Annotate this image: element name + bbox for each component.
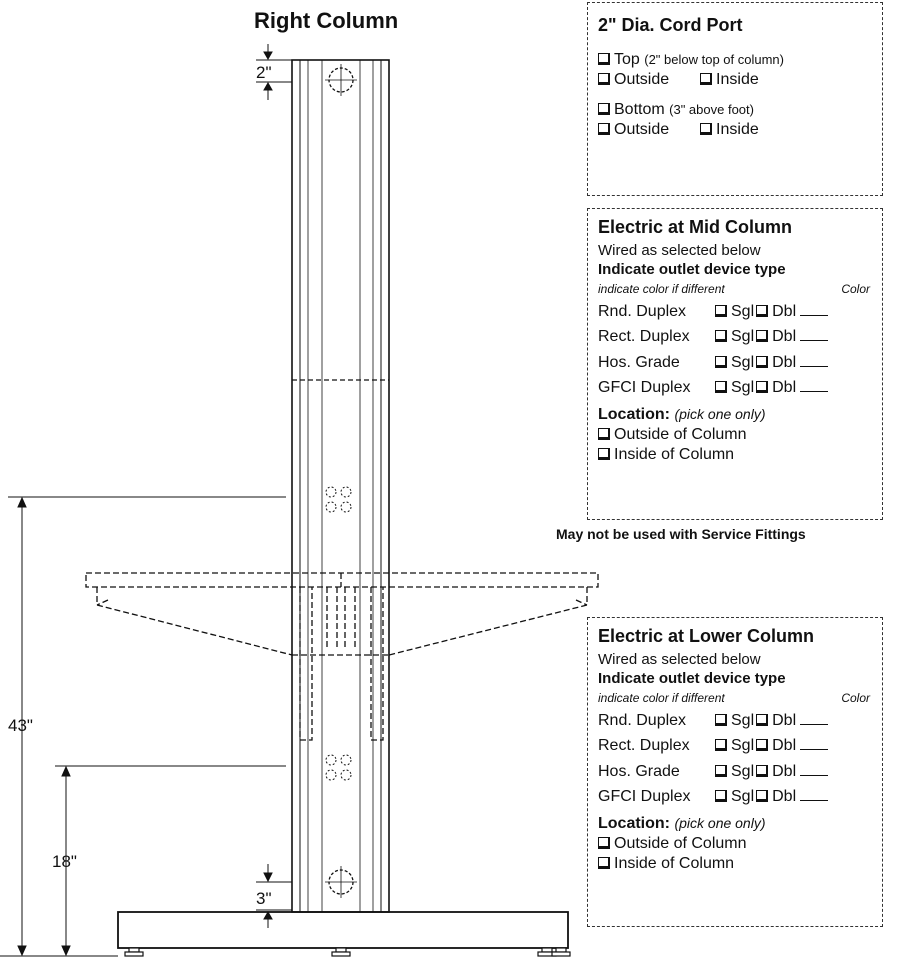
cord-port-header: 2" Dia. Cord Port [598,15,743,35]
dim-43-lines [0,496,286,957]
mid-wired-text: Wired as selected below [598,242,761,259]
checkbox[interactable] [756,330,769,343]
mid-color-note: indicate color if different [598,281,725,296]
color-blank[interactable] [800,356,829,367]
mid-outlet-symbol [325,486,352,513]
checkbox[interactable] [715,381,727,394]
checkbox[interactable] [715,713,727,726]
checkbox[interactable] [598,427,610,440]
mid-location-outside[interactable]: Outside of Column [598,425,872,445]
color-blank[interactable] [800,790,829,802]
lower-column-header: Electric at Lower Column [598,626,815,646]
checkbox[interactable] [756,304,769,317]
cord-port-top-option[interactable]: Top (2" below top of column) [598,50,872,70]
lower-location-inside[interactable]: Inside of Column [598,854,872,874]
dim-18-lines [55,765,286,957]
cord-port-bottom-location: Outside Inside [598,120,872,140]
checkbox[interactable] [756,355,769,368]
checkbox[interactable] [598,856,610,869]
checkbox[interactable] [756,739,769,752]
checkbox[interactable] [756,713,769,726]
checkbox[interactable] [715,304,727,317]
dim-top-port-label: 2" [256,63,272,82]
dim-bottom-port-label: 3" [256,889,272,908]
foot [117,911,569,949]
bottom-cord-port [325,866,357,898]
checkbox[interactable] [715,355,727,368]
lower-location-row: Location: (pick one only) [598,814,766,832]
mid-column-panel: Electric at Mid Column Wired as selected… [587,208,883,520]
checkbox[interactable] [598,447,610,460]
checkbox[interactable] [598,53,610,65]
checkbox[interactable] [598,123,610,135]
lower-color-note-row: indicate color if different Color [598,691,872,705]
checkbox[interactable] [756,764,769,777]
checkbox[interactable] [756,790,769,803]
leveling-glides [124,947,571,957]
drawing-title: Right Column [254,8,399,33]
checkbox[interactable] [715,330,727,343]
dim-bottom-port-lines [256,864,292,928]
color-blank[interactable] [800,305,829,316]
column-body [291,59,390,913]
dim-18-label: 18" [52,852,77,871]
color-blank[interactable] [800,330,829,342]
lower-wired-text: Wired as selected below [598,651,761,668]
dim-top-port-lines [256,44,292,100]
checkbox[interactable] [598,73,610,85]
lower-column-panel: Electric at Lower Column Wired as select… [587,617,883,927]
checkbox[interactable] [700,123,713,135]
color-blank[interactable] [800,765,829,776]
checkbox[interactable] [598,836,610,849]
checkbox[interactable] [700,73,713,85]
cord-port-bottom-option[interactable]: Bottom (3" above foot) [598,100,872,120]
color-blank[interactable] [800,381,829,393]
lower-color-label: Color [841,690,870,705]
bottom-note: (3" above foot) [669,102,754,117]
checkbox[interactable] [715,790,727,803]
mid-indicate-text: Indicate outlet device type [598,260,786,278]
dim-43-label: 43" [8,716,33,735]
mid-color-note-row: indicate color if different Color [598,282,872,296]
checkbox[interactable] [598,103,610,115]
lower-color-note: indicate color if different [598,690,725,705]
worksurface-bracket [85,572,599,741]
mid-location-row: Location: (pick one only) [598,405,766,423]
mid-column-header: Electric at Mid Column [598,217,793,237]
color-blank[interactable] [800,739,829,751]
checkbox[interactable] [715,764,727,777]
top-cord-port [325,64,357,96]
mid-column-warning: May not be used with Service Fittings [556,526,806,542]
lower-indicate-text: Indicate outlet device type [598,669,786,687]
top-note: (2" below top of column) [644,52,784,67]
mid-color-label: Color [841,281,870,296]
cord-port-top-location: Outside Inside [598,70,872,90]
checkbox[interactable] [715,739,727,752]
color-blank[interactable] [800,714,829,725]
lower-location-outside[interactable]: Outside of Column [598,834,872,854]
mid-location-inside[interactable]: Inside of Column [598,445,872,465]
cord-port-panel: 2" Dia. Cord Port Top (2" below top of c… [587,2,883,196]
lower-outlet-symbol [325,754,352,781]
checkbox[interactable] [756,381,769,394]
